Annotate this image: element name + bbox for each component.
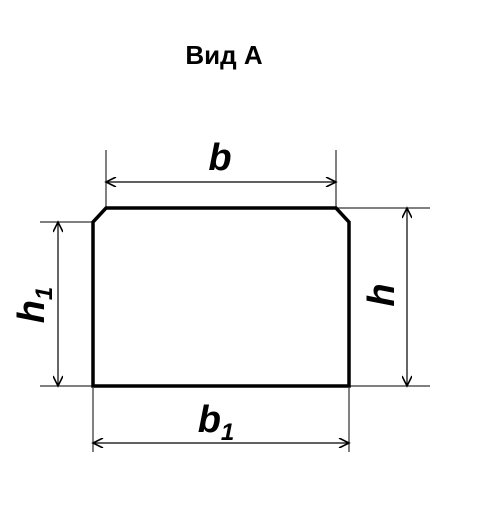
label-b1: b1 (198, 399, 235, 446)
label-h1: h1 (11, 287, 58, 324)
part-outline (91, 206, 351, 388)
label-b: b (208, 137, 231, 179)
label-h: h (361, 283, 403, 306)
view-title: Вид А (185, 40, 263, 70)
